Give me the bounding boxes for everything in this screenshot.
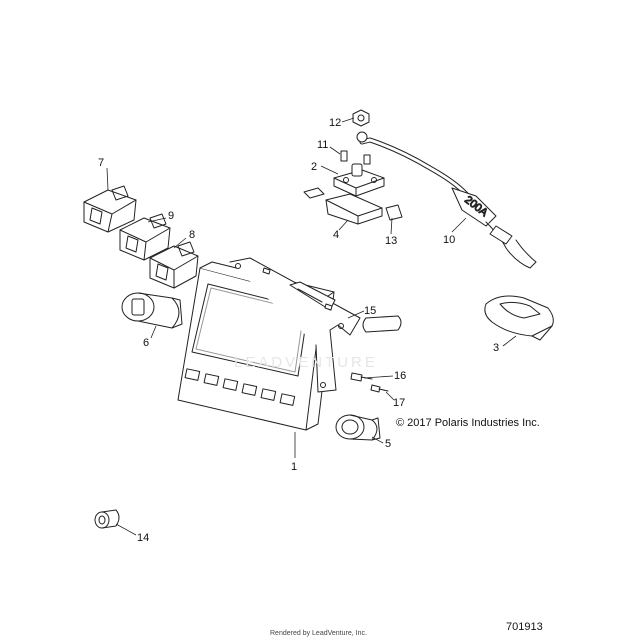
ignition-switch-part-6[interactable] <box>121 292 183 329</box>
callout-14: 14 <box>137 532 149 544</box>
screw-part-16[interactable] <box>350 372 373 382</box>
callout-4: 4 <box>333 229 339 241</box>
clip[interactable] <box>303 187 325 199</box>
callout-9: 9 <box>168 210 174 222</box>
watermark-text: LEADVENTURE <box>234 354 378 371</box>
rocker-switch-part-9[interactable] <box>119 213 171 261</box>
callout-15: 15 <box>364 305 376 317</box>
callout-1: 1 <box>291 461 297 473</box>
callout-8: 8 <box>189 229 195 241</box>
rocker-switch-part-8[interactable] <box>149 241 199 289</box>
callout-5: 5 <box>385 438 391 450</box>
leader-lines <box>106 117 517 536</box>
pad-part-3[interactable] <box>484 295 554 341</box>
diagram-number: 701913 <box>506 621 543 633</box>
rocker-switch-part-7[interactable] <box>83 185 137 233</box>
battery-cable-part-10[interactable] <box>356 131 537 269</box>
rendered-by-credit: Rendered by LeadVenture, Inc. <box>270 630 367 637</box>
screw-part-11[interactable] <box>340 150 371 165</box>
power-socket-part-5[interactable] <box>335 414 381 441</box>
plug-cap-part-14[interactable] <box>94 509 120 529</box>
mounting-bracket-part-15[interactable] <box>229 257 402 393</box>
callout-10: 10 <box>443 234 455 246</box>
callout-13: 13 <box>385 235 397 247</box>
callout-12: 12 <box>329 117 341 129</box>
small-screw[interactable] <box>262 267 271 275</box>
small-screw[interactable] <box>324 303 333 311</box>
callout-labels: 1 2 3 4 5 6 7 8 9 10 11 12 13 14 15 16 1… <box>98 117 499 544</box>
callout-6: 6 <box>143 337 149 349</box>
callout-7: 7 <box>98 157 104 169</box>
screw-part-17[interactable] <box>370 384 389 393</box>
terminal-block-part-2[interactable] <box>333 163 385 197</box>
bracket-part-4[interactable] <box>325 193 383 225</box>
copyright-notice: © 2017 Polaris Industries Inc. <box>396 417 540 429</box>
callout-17: 17 <box>393 397 405 409</box>
clip-part-13[interactable] <box>385 204 403 221</box>
callout-11: 11 <box>317 139 328 151</box>
callout-2: 2 <box>311 161 317 173</box>
nut-part-12[interactable] <box>352 109 370 127</box>
callout-16: 16 <box>394 370 406 382</box>
callout-3: 3 <box>493 342 499 354</box>
